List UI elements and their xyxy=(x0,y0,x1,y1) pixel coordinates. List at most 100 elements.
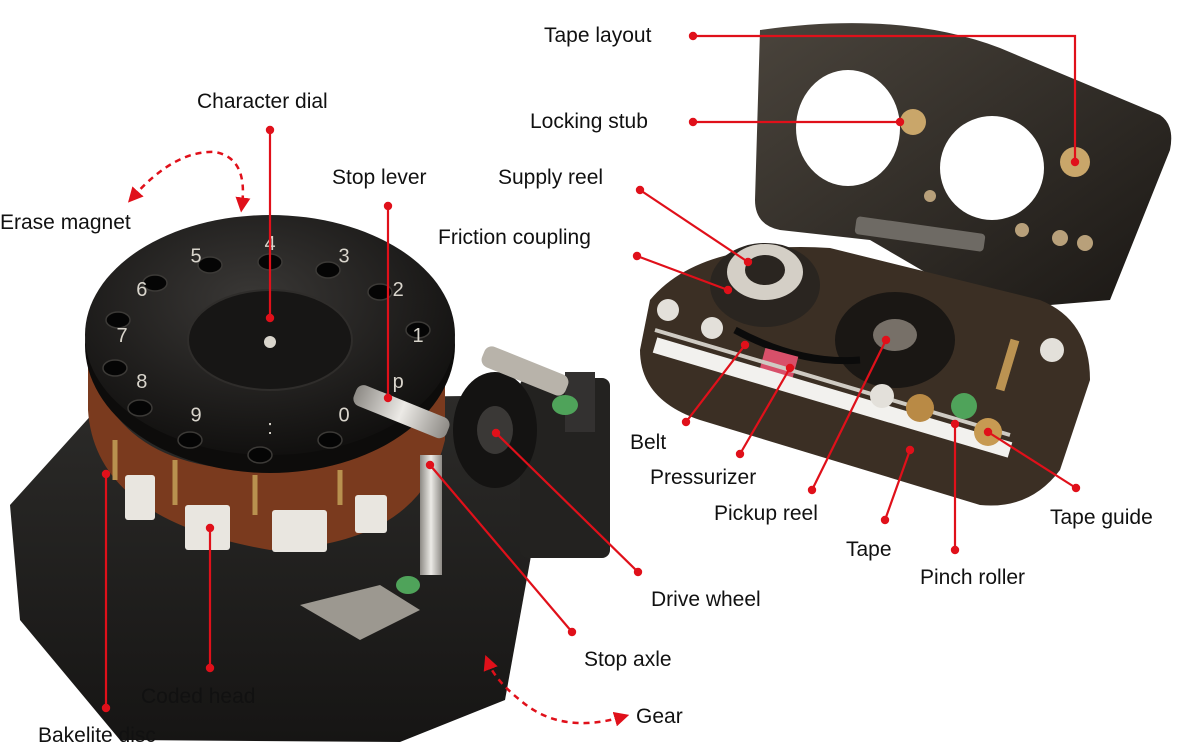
leader-dot-tape-start xyxy=(880,515,890,525)
label-stop-lever: Stop lever xyxy=(332,166,427,189)
dial-character: : xyxy=(267,417,273,439)
leader-dot-supply-reel-start xyxy=(635,185,645,195)
leader-dot-tape-guide-start xyxy=(1071,483,1081,493)
leader-dot-pinch-roller-start xyxy=(950,545,960,555)
locking-stub xyxy=(900,109,926,135)
leader-dot-stop-axle-end xyxy=(425,460,435,470)
leader-dot-pinch-roller-end xyxy=(950,419,960,429)
white-post-mid xyxy=(701,317,723,339)
pickup-reel-hub xyxy=(873,319,917,351)
stop-axle xyxy=(420,455,442,575)
leader-belt xyxy=(685,344,746,423)
leader-dot-tape-layout-end xyxy=(1070,157,1080,167)
leader-dot-drive-wheel-end xyxy=(491,428,501,438)
leader-dot-belt-end xyxy=(740,340,750,350)
leader-dot-supply-reel-end xyxy=(743,257,753,267)
leader-dot-character-dial-end xyxy=(265,313,275,323)
dial-character: 2 xyxy=(393,279,404,301)
leader-dot-bakelite-disc-start xyxy=(101,703,111,713)
white-post-far-right xyxy=(1040,338,1064,362)
pinch-roller xyxy=(951,393,977,419)
leader-dot-stop-lever-end xyxy=(383,393,393,403)
label-bakelite-disc: Bakelite disc xyxy=(38,724,156,747)
coded-head-tabs xyxy=(125,475,387,552)
leader-friction-coupling xyxy=(636,254,729,292)
dial-character: 3 xyxy=(338,245,349,267)
white-post-left xyxy=(657,299,679,321)
label-belt: Belt xyxy=(630,431,667,454)
gear-arrow xyxy=(483,655,630,727)
brass-roller xyxy=(906,394,934,422)
leader-tape-layout xyxy=(693,34,1077,162)
dial-character: 9 xyxy=(190,405,201,427)
leader-dot-locking-stub-end xyxy=(895,117,905,127)
leader-dot-pickup-reel-end xyxy=(881,335,891,345)
label-character-dial: Character dial xyxy=(197,90,328,113)
leader-tape xyxy=(883,449,912,521)
leader-dot-friction-coupling-end xyxy=(723,285,733,295)
label-drive-wheel: Drive wheel xyxy=(651,588,761,611)
label-tape-layout: Tape layout xyxy=(544,24,652,47)
hinge xyxy=(854,216,986,252)
stop-lever xyxy=(353,385,450,439)
dial-character: 7 xyxy=(116,325,127,347)
lid-window-left xyxy=(796,70,900,186)
leader-dot-pickup-reel-start xyxy=(807,485,817,495)
leader-stop-axle xyxy=(429,464,573,633)
leader-supply-reel xyxy=(639,189,749,263)
leader-dot-stop-axle-start xyxy=(567,627,577,637)
label-stop-axle: Stop axle xyxy=(584,648,672,671)
leader-dot-coded-head-start xyxy=(205,663,215,673)
leader-drive-wheel xyxy=(495,432,639,573)
tape xyxy=(652,337,1013,458)
leader-endpoints xyxy=(101,31,1081,713)
green-screw-top xyxy=(552,395,578,415)
leader-dot-drive-wheel-start xyxy=(633,567,643,577)
leader-pressurizer xyxy=(739,367,791,455)
leader-dot-coded-head-end xyxy=(205,523,215,533)
dial-character: 6 xyxy=(136,279,147,301)
label-tape-guide: Tape guide xyxy=(1050,506,1153,529)
leader-dot-pressurizer-start xyxy=(735,449,745,459)
gear-linkage xyxy=(300,585,420,640)
left-device-illustration xyxy=(10,215,610,742)
label-erase-magnet: Erase magnet xyxy=(0,211,131,234)
label-friction-coupling: Friction coupling xyxy=(438,226,591,249)
dial-character: 5 xyxy=(190,245,201,267)
belt xyxy=(733,326,861,365)
label-coded-head: Coded head xyxy=(141,685,256,708)
springs xyxy=(112,440,343,515)
leader-lines xyxy=(104,34,1077,708)
label-pressurizer: Pressurizer xyxy=(650,466,757,489)
right-device-illustration xyxy=(640,23,1172,506)
drive-arm xyxy=(481,346,569,396)
label-gear: Gear xyxy=(636,705,683,728)
label-tape: Tape xyxy=(846,538,892,561)
tension-spring xyxy=(995,338,1020,392)
leader-dot-locking-stub-start xyxy=(688,117,698,127)
leader-dot-tape-layout-start xyxy=(688,31,698,41)
dial-character: 1 xyxy=(412,325,423,347)
supply-reel-hub xyxy=(745,255,785,285)
leader-dot-tape-end xyxy=(905,445,915,455)
green-screw-bottom xyxy=(396,576,420,594)
label-locking-stub: Locking stub xyxy=(530,110,648,133)
dial-character: p xyxy=(393,371,404,393)
tape-edge xyxy=(654,328,1011,437)
dial-character: 0 xyxy=(338,405,349,427)
lid-rivets xyxy=(924,190,1093,251)
dial-holes xyxy=(102,253,431,464)
leader-dot-bakelite-disc-end xyxy=(101,469,111,479)
leader-dot-friction-coupling-start xyxy=(632,251,642,261)
label-pickup-reel: Pickup reel xyxy=(714,502,818,525)
leader-dot-pressurizer-end xyxy=(785,363,795,373)
label-pinch-roller: Pinch roller xyxy=(920,566,1026,589)
erase-magnet-arrow xyxy=(128,150,251,213)
leader-tape-guide xyxy=(987,431,1077,489)
leader-dot-stop-lever-start xyxy=(383,201,393,211)
dial-character: 8 xyxy=(136,371,147,393)
lid-window-right xyxy=(940,116,1044,220)
leader-dot-tape-guide-end xyxy=(983,427,993,437)
leader-dot-character-dial-start xyxy=(265,125,275,135)
